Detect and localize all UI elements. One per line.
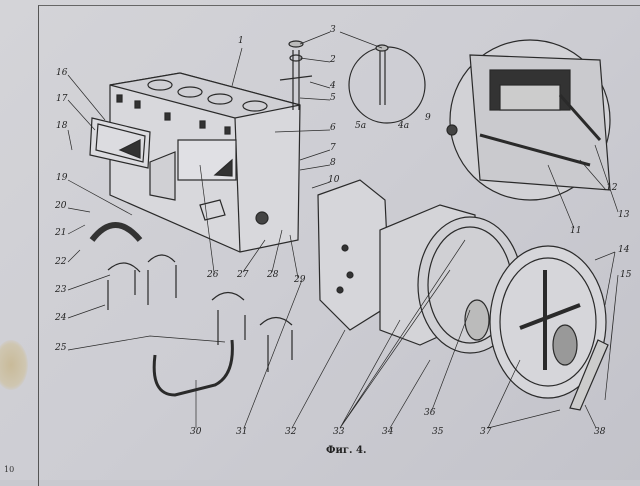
- callout-20: 20: [55, 201, 67, 211]
- bearing-caps: [89, 222, 293, 397]
- callout-14: 14: [618, 245, 630, 255]
- callout-3: 3: [330, 25, 336, 35]
- callout-24: 24: [55, 313, 67, 323]
- callout-27: 27: [237, 270, 249, 280]
- callout-23: 23: [55, 285, 67, 295]
- callout-5a: 5a: [355, 121, 367, 131]
- callout-1: 1: [238, 36, 244, 46]
- callout-21: 21: [55, 228, 67, 238]
- callout-5: 5: [330, 93, 336, 103]
- callout-11: 11: [570, 226, 582, 236]
- paper-stain: [0, 340, 28, 390]
- callout-33: 33: [333, 427, 345, 437]
- callout-15: 15: [620, 270, 632, 280]
- callout-29: 29: [294, 275, 306, 285]
- callout-35: 35: [432, 427, 444, 437]
- callout-38: 38: [594, 427, 606, 437]
- callout-18: 18: [56, 121, 68, 131]
- callout-36: 36: [424, 408, 436, 418]
- end-plate: [317, 179, 391, 331]
- callout-13: 13: [618, 210, 630, 220]
- callout-32: 32: [285, 427, 297, 437]
- callout-2: 2: [330, 55, 336, 65]
- callout-26: 26: [207, 270, 219, 280]
- figure-caption: Фиг. 4.: [326, 445, 367, 456]
- callout-7: 7: [330, 143, 336, 153]
- leader-lines: [67, 31, 619, 429]
- callout-37: 37: [480, 427, 492, 437]
- callout-10: 10: [328, 175, 340, 185]
- callout-4: 4: [330, 81, 336, 91]
- callout-22: 22: [55, 257, 67, 267]
- cylinder-block: [109, 72, 301, 253]
- callout-34: 34: [382, 427, 394, 437]
- page-frame: [38, 5, 640, 486]
- callout-31: 31: [236, 427, 248, 437]
- callout-17: 17: [56, 94, 68, 104]
- callout-25: 25: [55, 343, 67, 353]
- callout-30: 30: [190, 427, 202, 437]
- callout-6: 6: [330, 123, 336, 133]
- callout-12: 12: [606, 183, 618, 193]
- callout-28: 28: [267, 270, 279, 280]
- callout-16: 16: [56, 68, 68, 78]
- callout-4a: 4a: [398, 121, 410, 131]
- inset-detail: [446, 39, 611, 201]
- page-number: 10: [4, 465, 15, 474]
- callout-9: 9: [425, 113, 431, 123]
- callout-8: 8: [330, 158, 336, 168]
- cover-plate: [489, 245, 609, 411]
- callout-19: 19: [56, 173, 68, 183]
- valve-parts: [279, 40, 426, 124]
- side-covers: [89, 117, 176, 201]
